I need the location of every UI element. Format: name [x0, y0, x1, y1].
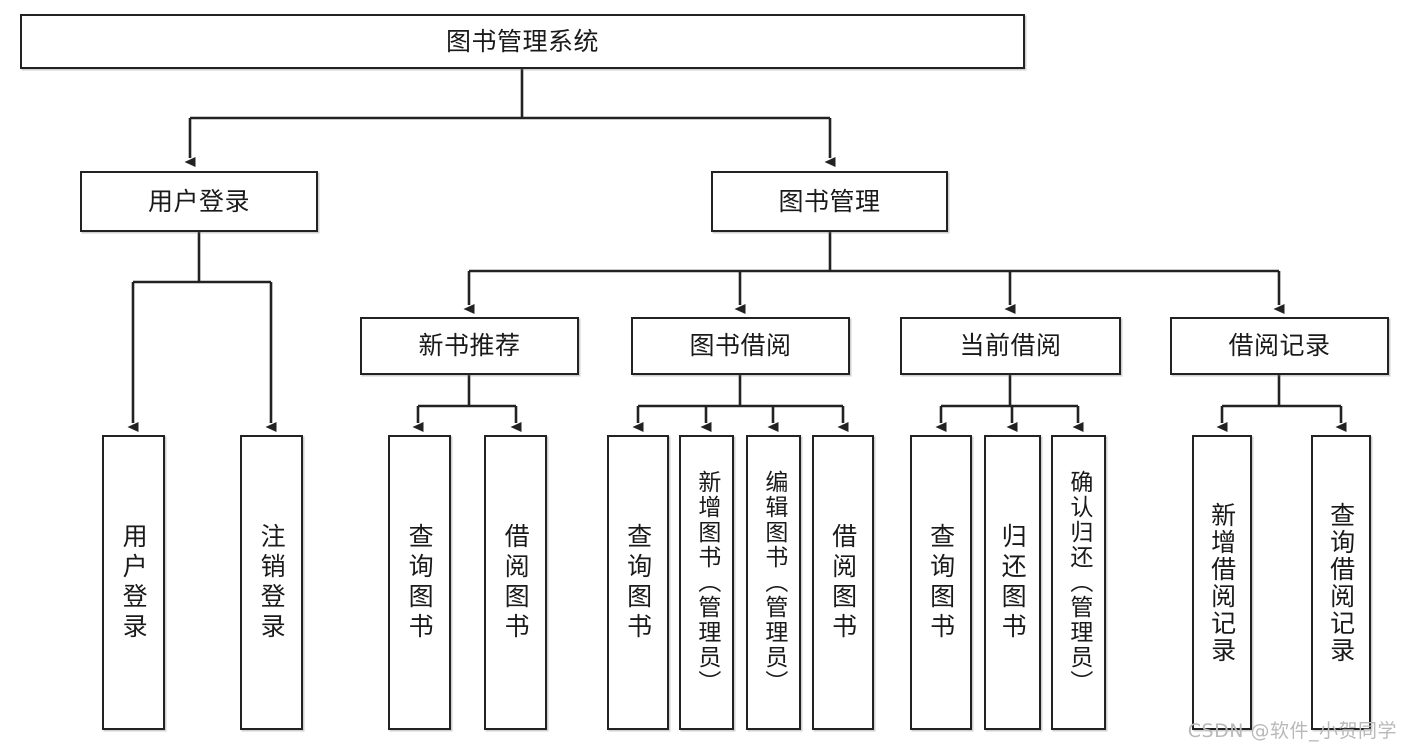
leaf-user-login[interactable]: 用户登录: [102, 435, 165, 730]
leaf-confirm-return-admin[interactable]: 确认归还（管理员）: [1051, 435, 1106, 730]
leaf-return-books[interactable]: 归还图书: [984, 435, 1041, 730]
leaf-query-borrow-record-label: 查询借阅记录: [1326, 501, 1356, 664]
node-root[interactable]: 图书管理系统: [20, 14, 1025, 69]
node-user-login-label: 用户登录: [147, 186, 250, 216]
leaf-edit-book-admin-label: 编辑图书（管理员）: [760, 470, 787, 695]
leaf-add-book-admin[interactable]: 新增图书（管理员）: [679, 435, 734, 730]
leaf-query-books-current[interactable]: 查询图书: [910, 435, 972, 730]
leaf-edit-book-admin[interactable]: 编辑图书（管理员）: [746, 435, 801, 730]
node-book-management-label: 图书管理: [778, 186, 881, 216]
node-borrow-records[interactable]: 借阅记录: [1170, 317, 1389, 375]
leaf-logout-label: 注销登录: [257, 522, 287, 643]
leaf-query-books-recommend-label: 查询图书: [405, 522, 435, 643]
leaf-borrow-books-recommend-label: 借阅图书: [501, 522, 531, 643]
node-root-label: 图书管理系统: [445, 26, 599, 56]
leaf-add-borrow-record-label: 新增借阅记录: [1207, 501, 1237, 664]
node-current-borrow-label: 当前借阅: [959, 331, 1062, 360]
leaf-return-books-label: 归还图书: [998, 522, 1028, 643]
leaf-query-books-recommend[interactable]: 查询图书: [388, 435, 451, 730]
leaf-borrow-books-recommend[interactable]: 借阅图书: [484, 435, 547, 730]
node-book-borrow-label: 图书借阅: [689, 331, 792, 360]
leaf-query-books-borrow[interactable]: 查询图书: [607, 435, 669, 730]
node-user-login[interactable]: 用户登录: [80, 171, 318, 232]
leaf-add-book-admin-label: 新增图书（管理员）: [693, 470, 720, 695]
leaf-confirm-return-admin-label: 确认归还（管理员）: [1065, 470, 1092, 695]
node-book-management[interactable]: 图书管理: [711, 171, 948, 232]
leaf-borrow-books-label: 借阅图书: [828, 522, 858, 643]
leaf-query-books-borrow-label: 查询图书: [623, 522, 653, 643]
node-new-book-recommend[interactable]: 新书推荐: [360, 317, 579, 375]
leaf-user-login-label: 用户登录: [119, 522, 149, 643]
node-new-book-recommend-label: 新书推荐: [418, 331, 521, 360]
leaf-logout[interactable]: 注销登录: [240, 435, 303, 730]
leaf-query-borrow-record[interactable]: 查询借阅记录: [1311, 435, 1371, 730]
node-current-borrow[interactable]: 当前借阅: [900, 317, 1121, 375]
leaf-add-borrow-record[interactable]: 新增借阅记录: [1192, 435, 1252, 730]
node-book-borrow[interactable]: 图书借阅: [631, 317, 850, 375]
node-borrow-records-label: 借阅记录: [1228, 331, 1331, 360]
watermark: CSDN @软件_小贺同学: [1187, 720, 1397, 742]
leaf-borrow-books[interactable]: 借阅图书: [812, 435, 874, 730]
leaf-query-books-current-label: 查询图书: [926, 522, 956, 643]
